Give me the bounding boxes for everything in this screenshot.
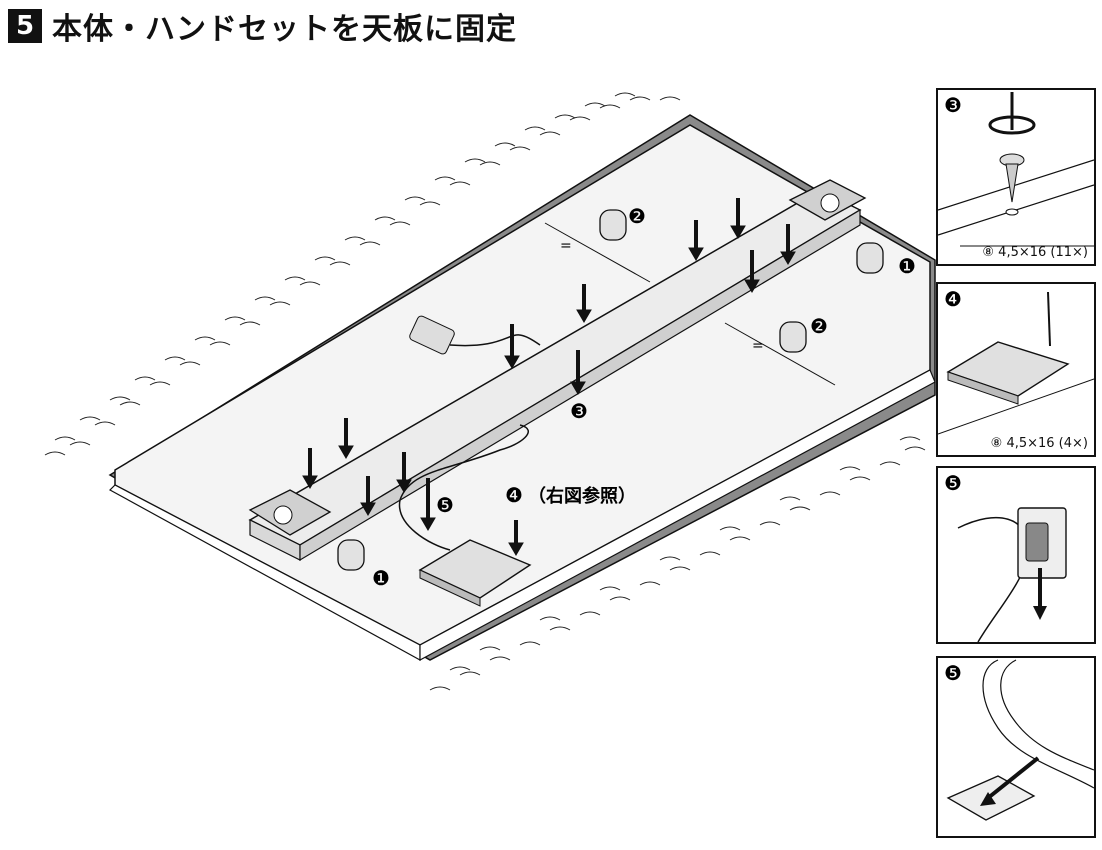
callout-5: ❺ bbox=[436, 493, 454, 517]
clip-press-illustration: ❺ bbox=[944, 471, 1067, 642]
detail-panel-screw: ❸ ⑧ 4,5×16 (11×) bbox=[936, 88, 1096, 266]
clip-route-illustration: ❺ bbox=[944, 659, 1094, 821]
panel-marker: ❺ bbox=[944, 661, 962, 685]
detail-panel-cable-clip-press: ❺ bbox=[936, 466, 1096, 644]
foot-pads bbox=[337, 209, 884, 571]
callout-4-ref-note: （右図参照） bbox=[528, 485, 636, 507]
detail-panel-cable-clip-route: ❺ bbox=[936, 656, 1096, 838]
panel-marker: ❺ bbox=[944, 471, 962, 495]
handset-controller bbox=[418, 539, 532, 607]
step-title: 本体・ハンドセットを天板に固定 bbox=[52, 12, 517, 47]
page-title: 5 本体・ハンドセットを天板に固定 bbox=[8, 6, 517, 47]
callout-3: ❸ bbox=[570, 399, 588, 423]
callout-2-right: ❷ bbox=[810, 314, 828, 338]
power-plug bbox=[409, 315, 455, 355]
equal-mark: = bbox=[752, 338, 764, 354]
screw-spec-11: ⑧ 4,5×16 (11×) bbox=[982, 245, 1088, 260]
callout-4: ❹ bbox=[505, 483, 523, 507]
equal-mark: = bbox=[560, 238, 572, 254]
detail-panel-handset: ❹ ⑧ 4,5×16 (4×) bbox=[936, 282, 1096, 457]
callout-2-top: ❷ bbox=[628, 204, 646, 228]
handset-detail-illustration: ❹ bbox=[938, 287, 1094, 435]
panel-marker: ❹ bbox=[944, 287, 962, 311]
screw-detail-illustration: ❸ bbox=[938, 92, 1094, 247]
callout-1-right: ❶ bbox=[898, 254, 916, 278]
callout-1-left: ❶ bbox=[372, 566, 390, 590]
panel-marker: ❸ bbox=[944, 93, 962, 117]
screw-arrows bbox=[302, 198, 796, 556]
screw-spec-4: ⑧ 4,5×16 (4×) bbox=[990, 436, 1088, 451]
dimension-lines bbox=[544, 222, 836, 386]
carpet-texture bbox=[44, 92, 926, 691]
step-number-badge: 5 bbox=[8, 9, 42, 43]
